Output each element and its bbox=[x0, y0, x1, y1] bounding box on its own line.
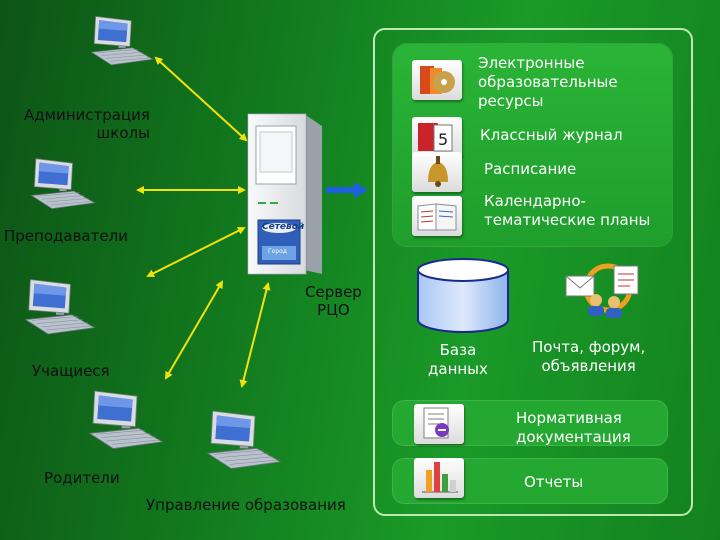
server-logo-subtext: Город bbox=[268, 248, 287, 255]
computer-icon-teachers bbox=[30, 148, 96, 218]
resource-tile-eor bbox=[412, 60, 462, 100]
document-icon bbox=[423, 407, 449, 439]
arrow-parents bbox=[164, 280, 224, 380]
services-panel bbox=[373, 28, 693, 516]
arrow-education-dept bbox=[239, 282, 271, 388]
label-students: Учащиеся bbox=[32, 362, 110, 380]
label-communication: Почта, форум, объявления bbox=[532, 338, 646, 375]
label-database: База данных bbox=[428, 341, 488, 378]
resource-tile-journal: 5 bbox=[412, 117, 462, 157]
label-reports: Отчеты bbox=[524, 473, 584, 491]
label-education-dept: Управление образования bbox=[146, 496, 346, 514]
label-class-journal: Классный журнал bbox=[480, 126, 623, 144]
bar-chart-icon bbox=[422, 462, 458, 493]
server-tower-icon bbox=[247, 113, 322, 275]
computer-icon-students bbox=[24, 272, 96, 340]
label-documents: Нормативная документация bbox=[516, 409, 631, 446]
label-server: Сервер РЦО bbox=[305, 283, 362, 319]
label-parents: Родители bbox=[44, 469, 120, 487]
resource-tile-schedule bbox=[412, 152, 462, 192]
label-plans: Календарно- тематические планы bbox=[484, 192, 651, 229]
label-eor: Электронные образовательные ресурсы bbox=[478, 54, 618, 110]
mail-forum-icon bbox=[565, 263, 639, 318]
label-administration: Администрация школы bbox=[24, 106, 150, 142]
books-cd-icon bbox=[420, 66, 455, 94]
arrow-students bbox=[146, 227, 246, 277]
label-schedule: Расписание bbox=[484, 160, 577, 178]
server-logo-text: Сетевой bbox=[262, 222, 305, 232]
calendar-plan-icon bbox=[417, 203, 457, 231]
class-journal-icon: 5 bbox=[418, 123, 453, 152]
svg-text:5: 5 bbox=[438, 130, 448, 149]
resource-tile-plans bbox=[412, 196, 462, 236]
bell-icon bbox=[428, 156, 448, 187]
database-cylinder-icon bbox=[417, 258, 509, 333]
computer-icon-parents bbox=[88, 388, 164, 450]
arrow-administration bbox=[154, 56, 248, 142]
computer-icon-education-dept bbox=[206, 408, 282, 470]
reports-tile bbox=[414, 458, 464, 498]
label-teachers: Преподаватели bbox=[4, 227, 128, 245]
documents-tile bbox=[414, 404, 464, 444]
computer-icon-administration bbox=[90, 14, 154, 66]
